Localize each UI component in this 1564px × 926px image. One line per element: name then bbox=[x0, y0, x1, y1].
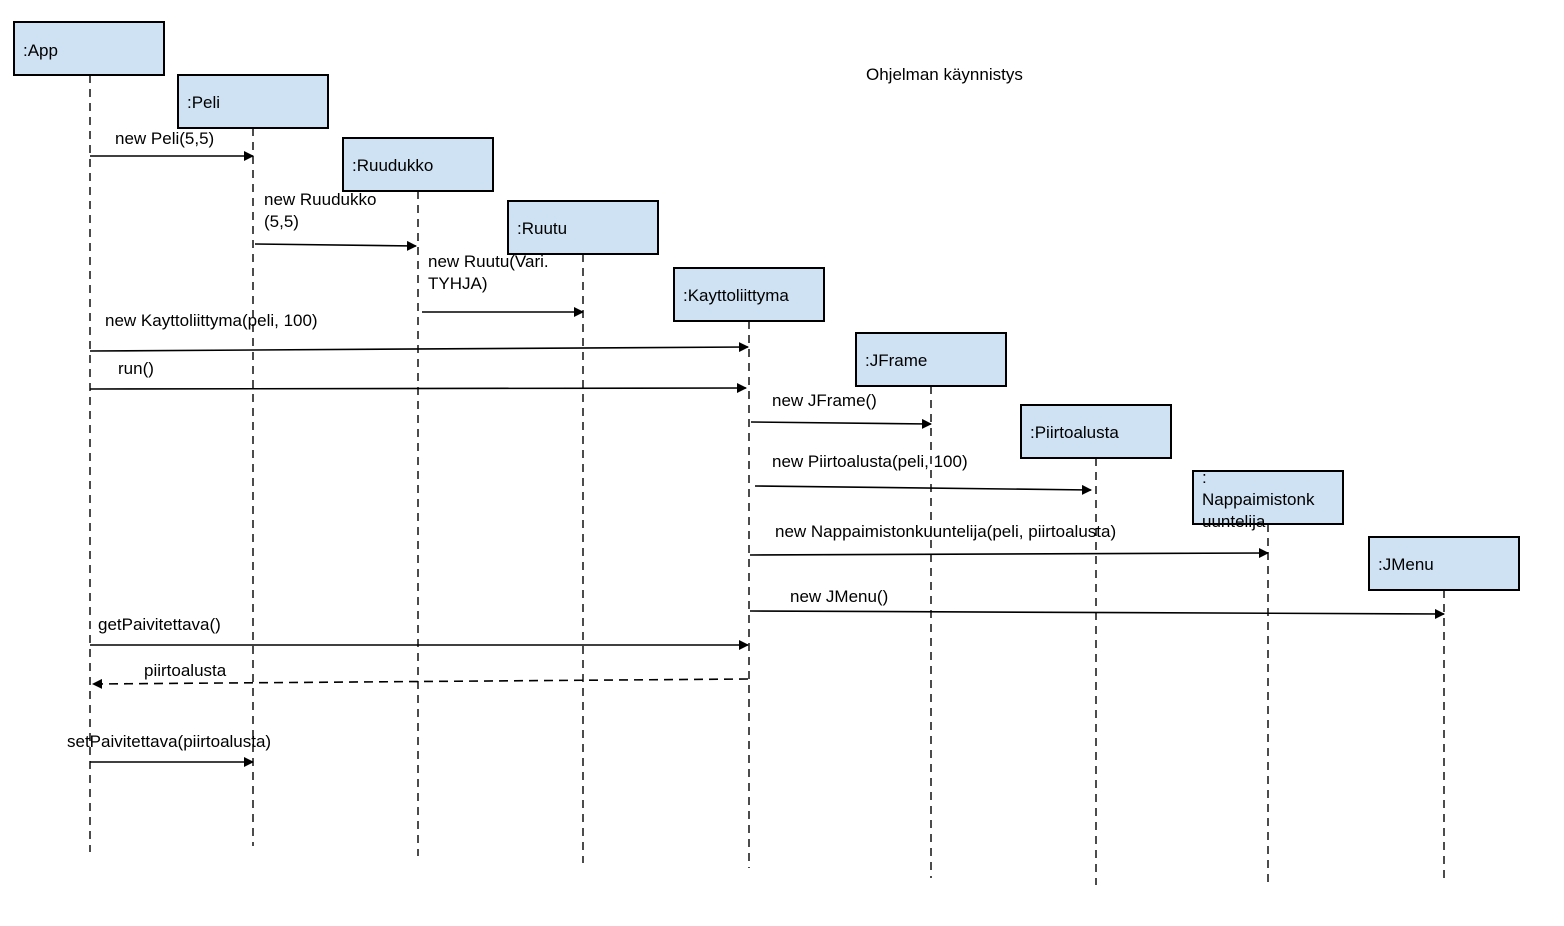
participant-label-nappaimistonkuuntelija: : bbox=[1202, 468, 1207, 487]
message-label: new Kayttoliittyma(peli, 100) bbox=[105, 311, 318, 330]
participant-box-jmenu bbox=[1368, 536, 1520, 591]
message-label: new Peli(5,5) bbox=[115, 129, 214, 148]
message-m7: new Piirtoalusta(peli, 100) bbox=[754, 452, 1092, 495]
message-arrow bbox=[749, 548, 1269, 559]
message-arrow bbox=[750, 418, 932, 429]
participant-jframe: :JFrame bbox=[855, 332, 1007, 387]
message-m4: new Kayttoliittyma(peli, 100) bbox=[89, 311, 749, 353]
message-m10: getPaivitettava() bbox=[90, 615, 749, 650]
message-label: piirtoalusta bbox=[144, 661, 227, 680]
participant-label-piirtoalusta: :Piirtoalusta bbox=[1030, 423, 1119, 442]
return-arrow bbox=[92, 678, 749, 689]
message-label: TYHJA) bbox=[428, 274, 488, 293]
participant-label-nappaimistonkuuntelija: Nappaimistonk bbox=[1202, 490, 1315, 509]
message-label: run() bbox=[118, 359, 154, 378]
message-label: new JFrame() bbox=[772, 391, 877, 410]
message-label: setPaivitettava(piirtoalusta) bbox=[67, 732, 271, 751]
message-m11: piirtoalusta bbox=[92, 661, 749, 689]
message-arrow bbox=[749, 608, 1445, 619]
participant-label-kayttoliittyma: :Kayttoliittyma bbox=[683, 286, 789, 305]
participant-label-jframe: :JFrame bbox=[865, 351, 927, 370]
message-arrow bbox=[754, 484, 1092, 495]
message-m6: new JFrame() bbox=[750, 391, 932, 429]
participant-box-nappaimistonkuuntelija bbox=[1192, 470, 1344, 525]
participant-kayttoliittyma: :Kayttoliittyma bbox=[673, 267, 825, 322]
participant-label-peli: :Peli bbox=[187, 93, 220, 112]
participant-label-jmenu: :JMenu bbox=[1378, 555, 1434, 574]
message-label: new JMenu() bbox=[790, 587, 888, 606]
participant-label-nappaimistonkuuntelija: uuntelija bbox=[1202, 512, 1266, 531]
participant-ruutu: :Ruutu bbox=[507, 200, 659, 255]
participant-box-ruutu bbox=[507, 200, 659, 255]
message-label: new Ruudukko bbox=[264, 190, 376, 209]
message-arrow bbox=[89, 342, 749, 353]
message-m12: setPaivitettava(piirtoalusta) bbox=[67, 732, 271, 767]
message-m3: new Ruutu(Vari. TYHJA) bbox=[422, 252, 584, 317]
participant-box-jframe bbox=[855, 332, 1007, 387]
participant-ruudukko: :Ruudukko bbox=[342, 137, 494, 192]
participant-box-peli bbox=[177, 74, 329, 129]
participant-peli: :Peli bbox=[177, 74, 329, 129]
participants: :App :Peli :Ruudukko :Ruutu :Kayttoliittyma:… bbox=[13, 21, 1520, 591]
participant-app: :App bbox=[13, 21, 165, 76]
message-arrow bbox=[254, 240, 417, 251]
message-label: (5,5) bbox=[264, 212, 299, 231]
participant-label-app: :App bbox=[23, 41, 58, 60]
participant-nappaimistonkuuntelija: : Nappaimistonk uuntelija bbox=[1192, 468, 1344, 531]
message-label: new Nappaimistonkuuntelija(peli, piirtoa… bbox=[775, 522, 1116, 541]
message-m9: new JMenu() bbox=[749, 587, 1445, 619]
participant-box-app bbox=[13, 21, 165, 76]
message-m8: new Nappaimistonkuuntelija(peli, piirtoa… bbox=[749, 522, 1269, 559]
participant-box-kayttoliittyma bbox=[673, 267, 825, 322]
messages: new Peli(5,5) new Ruudukko (5,5) new Ruutu(… bbox=[67, 129, 1445, 767]
message-label: new Ruutu(Vari. bbox=[428, 252, 549, 271]
participant-jmenu: :JMenu bbox=[1368, 536, 1520, 591]
participant-label-ruudukko: :Ruudukko bbox=[352, 156, 433, 175]
participant-box-ruudukko bbox=[342, 137, 494, 192]
diagram-title: Ohjelman käynnistys bbox=[866, 65, 1023, 84]
participant-box-piirtoalusta bbox=[1020, 404, 1172, 459]
message-m1: new Peli(5,5) bbox=[90, 129, 254, 161]
message-arrow bbox=[89, 383, 747, 394]
participant-piirtoalusta: :Piirtoalusta bbox=[1020, 404, 1172, 459]
message-label: getPaivitettava() bbox=[98, 615, 221, 634]
message-m2: new Ruudukko (5,5) bbox=[254, 190, 417, 251]
participant-label-ruutu: :Ruutu bbox=[517, 219, 567, 238]
message-m5: run() bbox=[89, 359, 747, 394]
message-label: new Piirtoalusta(peli, 100) bbox=[772, 452, 968, 471]
lifelines bbox=[89, 75, 1445, 885]
